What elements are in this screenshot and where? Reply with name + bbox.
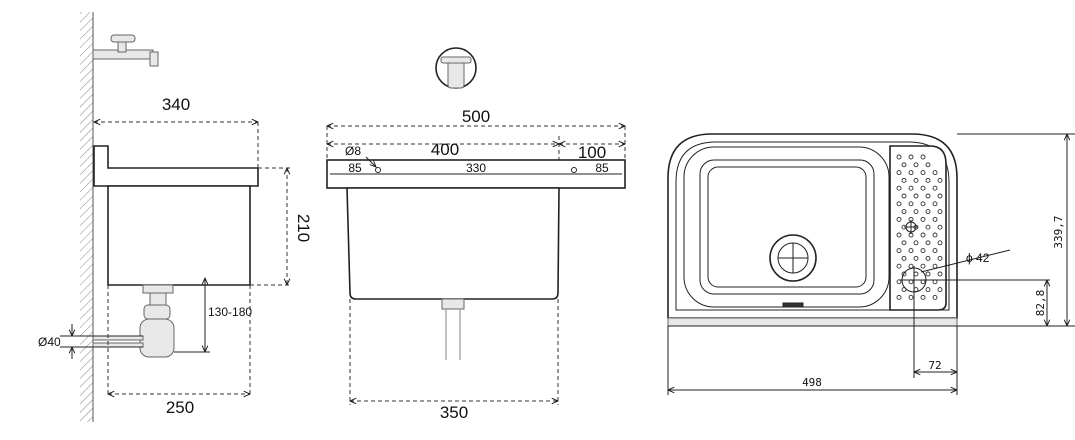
perforation-hole: [913, 177, 919, 183]
perforation-hole: [920, 185, 926, 191]
perforation-hole: [920, 216, 926, 222]
top-total-width-label: 498: [802, 376, 822, 389]
perforation-hole: [896, 154, 902, 160]
front-bowl-width-label: 400: [431, 140, 459, 159]
sink-front: [326, 159, 626, 360]
front-right-offset-label: 85: [595, 161, 609, 175]
perforation-hole: [937, 193, 943, 199]
top-total-depth-label: 339,7: [1052, 215, 1065, 248]
front-hole-spacing-label: 330: [466, 161, 486, 175]
perforation-hole: [908, 170, 914, 176]
perforation-hole: [901, 240, 907, 246]
perforation-hole: [937, 287, 943, 293]
front-hole-diameter-label: Ø8: [345, 144, 361, 158]
side-height-label: 210: [294, 214, 313, 242]
top-drain-offset-y-label: 82,8: [1034, 290, 1047, 317]
perforation-hole: [937, 224, 943, 230]
front-left-offset-label: 85: [348, 161, 362, 175]
perforation-hole: [920, 201, 926, 207]
perforation-hole: [920, 294, 926, 300]
perforation-hole: [901, 162, 907, 168]
front-deck-width-label: 100: [578, 143, 606, 162]
faucet-front: [435, 47, 477, 89]
perforation-hole: [920, 154, 926, 160]
perforation-hole: [937, 255, 943, 261]
perforation-hole: [925, 287, 931, 293]
perforation-hole: [925, 177, 931, 183]
front-total-width-label: 500: [462, 107, 490, 126]
perforation-hole: [913, 240, 919, 246]
perforation-hole: [896, 185, 902, 191]
perforation-hole: [932, 294, 938, 300]
sink-side: [92, 145, 259, 358]
perforation-hole: [913, 162, 919, 168]
perforation-hole: [896, 279, 902, 285]
side-view: 340 210 130-180 Ø40 250: [38, 12, 313, 422]
side-depth-label: 340: [162, 95, 190, 114]
side-bottom-width-label: 250: [166, 398, 194, 417]
perforation-hole: [920, 263, 926, 269]
perforation-hole: [937, 209, 943, 215]
perforation-hole: [932, 201, 938, 207]
perforation-hole: [925, 193, 931, 199]
perforation-hole: [901, 255, 907, 261]
perforation-hole: [937, 177, 943, 183]
perforation-hole: [901, 193, 907, 199]
side-drain-range-label: 130-180: [208, 305, 252, 319]
perforation-hole: [937, 271, 943, 277]
top-drain-offset-x-label: 72: [928, 359, 941, 372]
perforation-hole: [896, 294, 902, 300]
perforation-hole: [932, 216, 938, 222]
perforation-hole: [932, 248, 938, 254]
front-view: 500 400 100 Ø8 85 330 85 350: [326, 47, 626, 422]
perforation-hole: [901, 209, 907, 215]
perforation-hole: [925, 255, 931, 261]
perforation-hole: [896, 201, 902, 207]
perforation-hole: [925, 224, 931, 230]
perforation-hole: [908, 154, 914, 160]
perforation-hole: [896, 170, 902, 176]
dot-grid: [896, 154, 943, 300]
perforation-hole: [937, 240, 943, 246]
perforation-hole: [925, 209, 931, 215]
wall-hatch: [80, 12, 93, 422]
perforation-hole: [932, 232, 938, 238]
perforation-hole: [925, 271, 931, 277]
perforation-hole: [920, 248, 926, 254]
perforation-hole: [908, 201, 914, 207]
perforation-hole: [925, 162, 931, 168]
perforation-hole: [896, 263, 902, 269]
perforation-hole: [896, 248, 902, 254]
top-view: ϕ 42 72 82,8 339,7 498: [667, 133, 1075, 395]
perforation-hole: [913, 193, 919, 199]
perforation-hole: [896, 232, 902, 238]
perforation-hole: [908, 248, 914, 254]
perforation-hole: [920, 232, 926, 238]
top-drain-diameter-label: ϕ 42: [966, 251, 990, 265]
faucet-side: [92, 34, 159, 67]
side-drain-diameter-label: Ø40: [38, 335, 61, 349]
perforation-hole: [896, 216, 902, 222]
perforation-hole: [932, 170, 938, 176]
perforation-hole: [913, 209, 919, 215]
perforation-hole: [925, 240, 931, 246]
perforation-hole: [932, 185, 938, 191]
perforation-hole: [908, 294, 914, 300]
perforation-hole: [913, 255, 919, 261]
perforation-hole: [908, 185, 914, 191]
perforation-hole: [920, 170, 926, 176]
front-bottom-width-label: 350: [440, 403, 468, 422]
perforation-hole: [901, 177, 907, 183]
perforation-hole: [901, 271, 907, 277]
